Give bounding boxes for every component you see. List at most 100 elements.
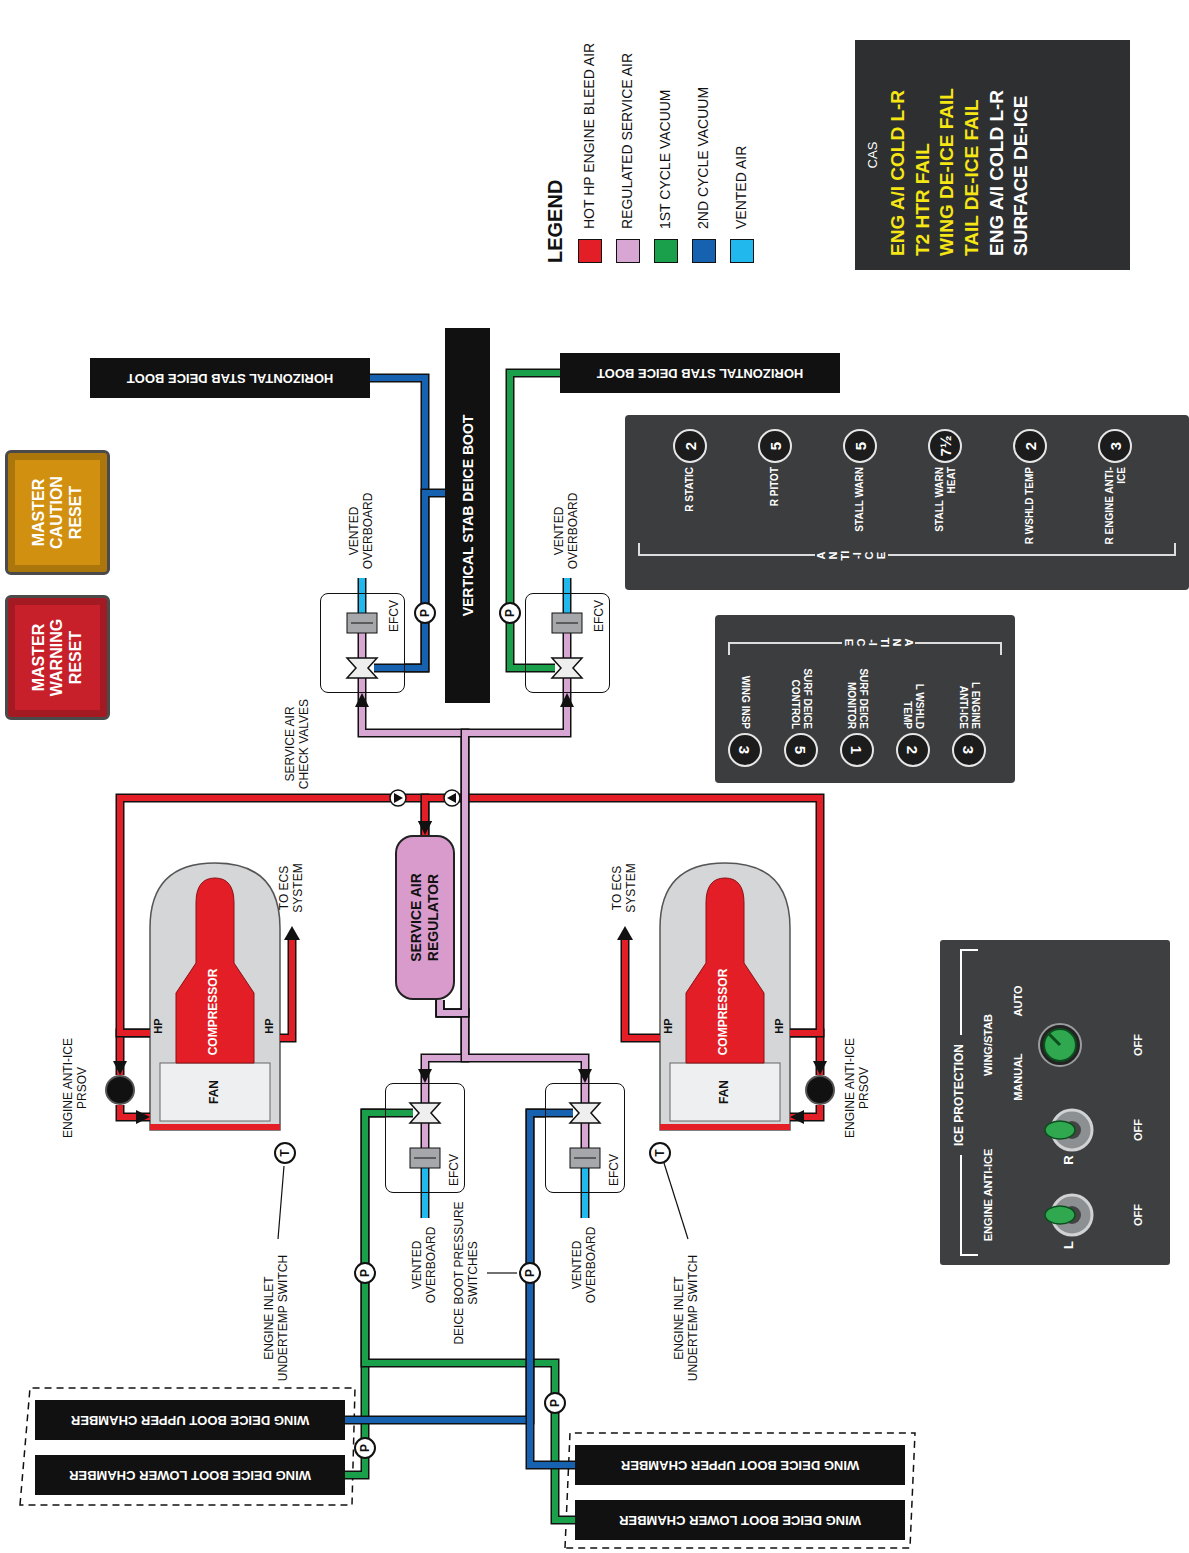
breaker-circle: 2 xyxy=(896,733,930,767)
breaker-circle: 1 xyxy=(840,733,874,767)
breaker-rating: 2 xyxy=(683,442,698,450)
boot-label: WING DEICE BOOT LOWER CHAMBER xyxy=(580,1511,900,1529)
air-line xyxy=(405,493,445,668)
engine-part-label: FAN xyxy=(717,1063,731,1121)
breaker-rating: 3 xyxy=(962,746,977,754)
switch-label: OFF xyxy=(1132,1195,1145,1235)
efcv-box: EFCV xyxy=(320,593,405,693)
callout-label: VENTED OVERBOARD xyxy=(570,1222,599,1308)
engine-nacelle: FANCOMPRESSORHPHP xyxy=(150,863,280,1130)
leader-line xyxy=(278,1163,688,1273)
switch-letter: P xyxy=(504,609,516,617)
breaker-rating: 3 xyxy=(1108,442,1123,450)
breaker-rating: 5 xyxy=(794,746,809,754)
circuit-breaker: STALL WARN HEAT 7½ xyxy=(910,429,980,545)
efcv-box: EFCV xyxy=(545,1083,625,1193)
switch-letter: T xyxy=(654,1149,666,1156)
breaker-panel: ANTI-ICER STATIC2R PITOT5STALL WARN5STAL… xyxy=(625,415,1189,590)
sensor-switch: T xyxy=(649,1142,671,1164)
breaker-panel: ANTI-ICEWING INSP3SURF DEICE CONTROL5SUR… xyxy=(715,615,1015,783)
air-line xyxy=(113,1033,150,1075)
breaker-circle: 5 xyxy=(843,429,877,463)
button-label: MASTER CAUTION RESET xyxy=(30,461,85,564)
deice-boot: WING DEICE BOOT UPPER CHAMBER xyxy=(575,1445,905,1485)
sensor-switch: P xyxy=(544,1392,566,1414)
callout-label: SERVICE AIR CHECK VALVES xyxy=(283,698,312,790)
boot-label: VERTICAL STAB DEICE BOOT xyxy=(460,415,476,617)
callout-label: ENGINE INLET UNDERTEMP SWITCH xyxy=(672,1243,701,1393)
switch-label: R xyxy=(1062,1152,1077,1168)
reset-button: MASTER CAUTION RESET xyxy=(5,450,110,575)
air-line xyxy=(530,1113,575,1465)
button-label: MASTER WARNING RESET xyxy=(30,606,85,709)
legend-swatch xyxy=(654,239,678,263)
reset-button: MASTER WARNING RESET xyxy=(5,595,110,720)
callout-label: ENGINE INLET UNDERTEMP SWITCH xyxy=(262,1243,291,1393)
switch-label: MANUAL xyxy=(1012,1047,1025,1107)
efcv-box: EFCV xyxy=(525,593,610,693)
boot-label: WING DEICE BOOT UPPER CHAMBER xyxy=(40,1411,340,1429)
prsov-valve: ENGINE ANTI-ICE PRSOV xyxy=(805,1075,835,1105)
breaker-label: STALL WARN HEAT xyxy=(934,467,957,545)
ecs-line xyxy=(280,926,660,1038)
air-line xyxy=(370,378,425,668)
breaker-label: R STATIC xyxy=(684,467,696,545)
boot-label: WING DEICE BOOT LOWER CHAMBER xyxy=(40,1466,340,1484)
breaker-circle: 7½ xyxy=(928,429,962,463)
callout-label: TO ECS SYSTEM xyxy=(610,853,639,923)
circuit-breaker: STALL WARN 5 xyxy=(825,429,895,545)
efcv-box: EFCV xyxy=(385,1083,465,1193)
legend-text: 1ST CYCLE VACUUM xyxy=(657,89,673,229)
engine-part-label: COMPRESSOR xyxy=(716,962,730,1062)
callout-label: VENTED OVERBOARD xyxy=(410,1222,439,1308)
switch-letter: P xyxy=(524,1269,536,1277)
breaker-label: STALL WARN xyxy=(854,467,866,545)
air-line xyxy=(345,1113,545,1420)
deice-boot: WING DEICE BOOT LOWER CHAMBER xyxy=(35,1455,345,1495)
engine-part-label: HP xyxy=(263,1012,276,1040)
engine-art xyxy=(660,863,790,1130)
engine-part-label: COMPRESSOR xyxy=(206,962,220,1062)
cas-display: CASENG A/I COLD L-RT2 HTR FAILWING DE-IC… xyxy=(855,40,1130,270)
engine-part-label: FAN xyxy=(207,1063,221,1121)
boot-label: WING DEICE BOOT UPPER CHAMBER xyxy=(580,1456,900,1474)
breaker-rating: 1 xyxy=(850,746,865,754)
deice-boot: VERTICAL STAB DEICE BOOT xyxy=(445,328,490,703)
legend-text: HOT HP ENGINE BLEED AIR xyxy=(581,43,597,229)
breaker-label: L WSHLD TEMP xyxy=(902,655,925,729)
air-line xyxy=(355,693,465,1013)
callout-label: VENTED OVERBOARD xyxy=(347,487,376,575)
switch-label: WING/STAB xyxy=(982,997,995,1093)
breaker-rating: 3 xyxy=(738,746,753,754)
valve-label: EFCV xyxy=(607,1154,621,1186)
legend-swatch xyxy=(616,239,640,263)
sensor-switch: P xyxy=(499,602,521,624)
circuit-breaker: L ENGINE ANTI-ICE3 xyxy=(942,655,996,767)
switch-label: OFF xyxy=(1132,1110,1145,1150)
air-line xyxy=(365,1113,575,1520)
valve-label: ENGINE ANTI-ICE PRSOV xyxy=(843,1028,872,1148)
cas-message: T2 HTR FAIL xyxy=(911,54,936,256)
valve-label: EFCV xyxy=(387,600,401,632)
switch-letter: P xyxy=(359,1444,371,1452)
efcv-valve-art xyxy=(546,1083,600,1218)
regulator-box: SERVICE AIR REGULATOR xyxy=(395,835,455,1000)
sensor-switch: P xyxy=(354,1437,376,1459)
legend-text: REGULATED SERVICE AIR xyxy=(619,53,635,229)
cas-message: ENG A/I COLD L-R xyxy=(886,54,911,256)
panel-title: ANTI-ICE xyxy=(842,637,915,648)
switch-label: L xyxy=(1062,1237,1077,1253)
deice-boot: HORIZONTAL STAB DEICE BOOT xyxy=(560,353,840,393)
legend-text: 2ND CYCLE VACUUM xyxy=(695,87,711,229)
cas-message: ENG A/I COLD L-R xyxy=(985,54,1010,256)
legend-swatch xyxy=(730,239,754,263)
callout-label: DEICE BOOT PRESSURE SWITCHES xyxy=(452,1198,481,1348)
switch-panel: ICE PROTECTIONENGINE ANTI-ICEWING/STABLR… xyxy=(940,940,1170,1265)
legend-swatch xyxy=(692,239,716,263)
legend-text: VENTED AIR xyxy=(733,146,749,229)
sensor-switch: T xyxy=(274,1142,296,1164)
switch-letter: P xyxy=(419,609,431,617)
sensor-switch: P xyxy=(354,1262,376,1284)
deice-boot: HORIZONTAL STAB DEICE BOOT xyxy=(90,358,370,398)
